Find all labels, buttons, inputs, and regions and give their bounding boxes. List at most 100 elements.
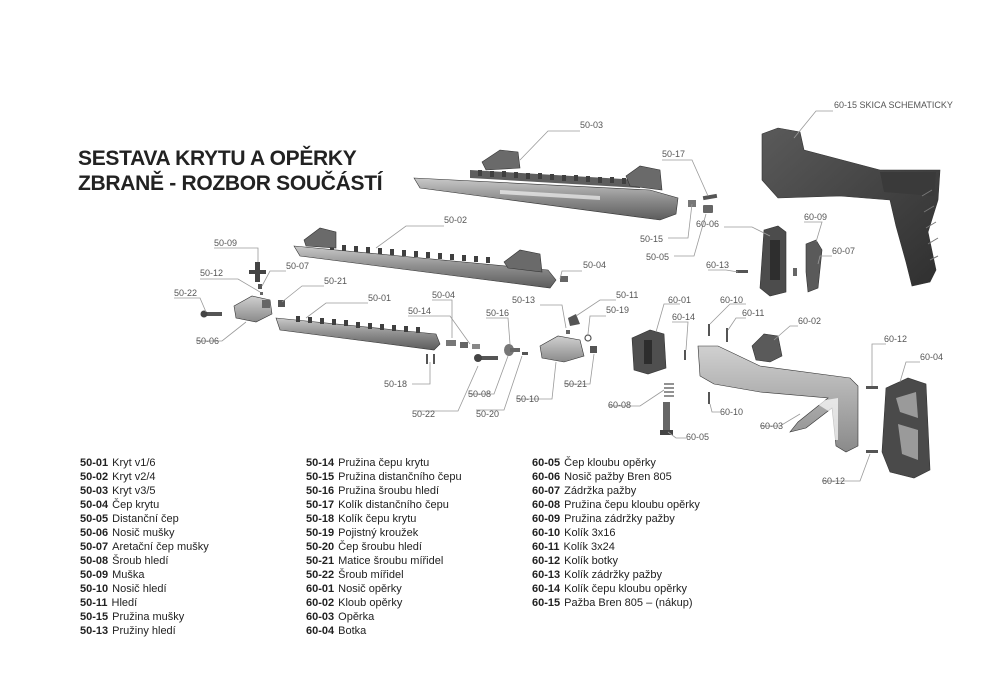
callout-50-10: 50-10 bbox=[516, 394, 539, 404]
part-60-04-buttpad bbox=[881, 377, 931, 479]
callout-60-01: 60-01 bbox=[668, 295, 691, 305]
callout-60-03: 60-03 bbox=[760, 421, 783, 431]
callout-50-17: 50-17 bbox=[662, 149, 685, 159]
part-60-14-pin bbox=[684, 350, 686, 360]
callout-50-03: 50-03 bbox=[580, 120, 603, 130]
part-50-10-sight-base bbox=[539, 335, 585, 363]
callout-50-15: 50-15 bbox=[640, 234, 663, 244]
callout-50-19: 50-19 bbox=[606, 305, 629, 315]
callout-60-12-a: 60-12 bbox=[884, 334, 907, 344]
part-60-02-joint bbox=[751, 333, 783, 363]
callout-60-14: 60-14 bbox=[672, 312, 695, 322]
page-title: SESTAVA KRYTU A OPĚRKY ZBRANĚ - ROZBOR S… bbox=[78, 146, 383, 196]
callout-60-10-b: 60-10 bbox=[720, 407, 743, 417]
callout-60-15: 60-15 SKICA SCHEMATICKY bbox=[834, 100, 953, 110]
callout-60-13: 60-13 bbox=[706, 260, 729, 270]
part-50-03-rail bbox=[413, 149, 679, 221]
title-line-1: SESTAVA KRYTU A OPĚRKY bbox=[78, 147, 357, 170]
callout-50-05: 50-05 bbox=[646, 252, 669, 262]
callout-50-16: 50-16 bbox=[486, 308, 509, 318]
callout-50-04-b: 50-04 bbox=[432, 290, 455, 300]
callout-60-10-a: 60-10 bbox=[720, 295, 743, 305]
part-50-21-nut-b bbox=[590, 346, 597, 353]
part-60-08-spring bbox=[664, 383, 674, 397]
part-50-16-spring bbox=[504, 344, 520, 356]
callout-50-20: 50-20 bbox=[476, 409, 499, 419]
part-50-18-pin bbox=[426, 354, 435, 364]
callout-50-14: 50-14 bbox=[408, 306, 431, 316]
part-50-07-detent bbox=[258, 284, 262, 289]
part-50-02-rail bbox=[293, 227, 557, 289]
callout-50-12: 50-12 bbox=[200, 268, 223, 278]
part-50-04-pin-b bbox=[446, 340, 468, 348]
callout-50-08: 50-08 bbox=[468, 389, 491, 399]
part-60-10-pin-a bbox=[708, 324, 710, 336]
callout-labels: 50-03 60-15 SKICA SCHEMATICKY 50-17 50-1… bbox=[174, 100, 953, 486]
part-60-12-pin-b bbox=[866, 450, 878, 453]
callout-50-04-a: 50-04 bbox=[583, 260, 606, 270]
callout-50-13: 50-13 bbox=[512, 295, 535, 305]
callout-50-18: 50-18 bbox=[384, 379, 407, 389]
part-50-17-pin bbox=[702, 193, 718, 201]
callout-50-07: 50-07 bbox=[286, 261, 309, 271]
callout-50-01: 50-01 bbox=[368, 293, 391, 303]
callout-50-21-b: 50-21 bbox=[564, 379, 587, 389]
part-60-09-spring bbox=[793, 268, 797, 276]
part-50-06-sight-base bbox=[233, 295, 273, 323]
title-line-2: ZBRANĚ - ROZBOR SOUČÁSTÍ bbox=[78, 172, 383, 195]
leader-lines bbox=[174, 110, 920, 482]
callout-60-07: 60-07 bbox=[832, 246, 855, 256]
part-50-13-springs bbox=[566, 330, 570, 334]
part-50-08-screw bbox=[474, 354, 498, 362]
part-50-09-front-sight bbox=[249, 262, 266, 282]
callout-60-05: 60-05 bbox=[686, 432, 709, 442]
callout-50-02: 50-02 bbox=[444, 215, 467, 225]
part-50-01-rail bbox=[275, 316, 441, 351]
part-50-12-spring bbox=[260, 292, 263, 295]
part-50-21-nut-a bbox=[278, 300, 285, 307]
part-60-01-support-carrier bbox=[631, 329, 667, 375]
callout-50-22-a: 50-22 bbox=[174, 288, 197, 298]
part-50-19-ring bbox=[584, 334, 592, 342]
part-50-22-screw-a bbox=[200, 310, 222, 318]
callout-60-06: 60-06 bbox=[696, 219, 719, 229]
part-50-15-spring bbox=[688, 200, 696, 207]
part-60-07-latch bbox=[805, 239, 823, 293]
part-60-11-pin bbox=[726, 328, 728, 342]
callout-60-12-b: 60-12 bbox=[822, 476, 845, 486]
callout-50-22-b: 50-22 bbox=[412, 409, 435, 419]
part-60-10-pin-b bbox=[708, 392, 710, 404]
